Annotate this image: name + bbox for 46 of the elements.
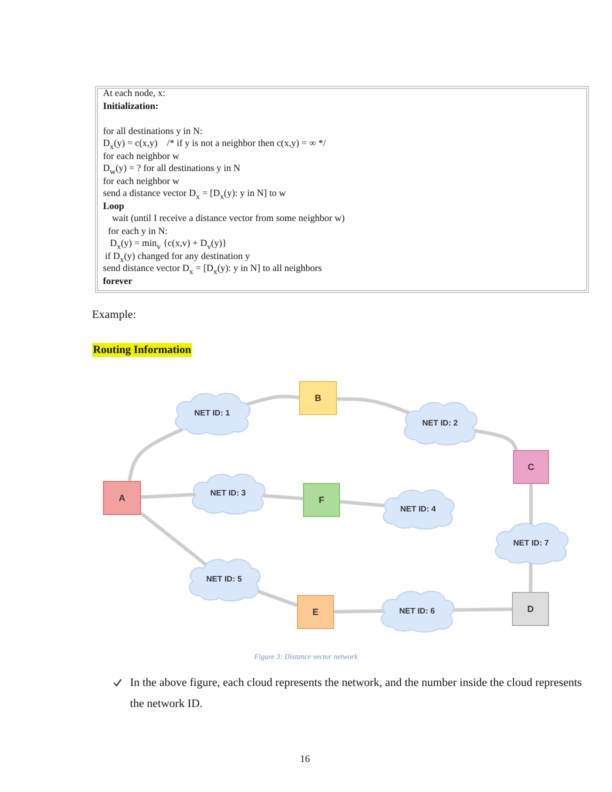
code-line: send a distance vector D$_{x}$ = [D$_{x}$(y): y in N] to w — [103, 188, 286, 202]
connector-line — [128, 428, 184, 482]
page-number: 16 — [300, 753, 310, 766]
code-line: At each node, x: — [103, 88, 166, 100]
network-id-label: NET ID: 5 — [206, 574, 242, 584]
section-label: Example: — [92, 308, 136, 322]
code-line: for all destinations y in N: — [103, 126, 202, 138]
network-id-label: NET ID: 6 — [399, 606, 435, 615]
connector-line — [454, 608, 512, 612]
router-node: F — [303, 483, 340, 517]
pseudocode-panel — [95, 86, 589, 293]
code-line: Loop — [103, 200, 124, 212]
connector-line — [474, 428, 518, 451]
bullet-text: In the above figure, each cloud represents the network, and the number inside the cloud represents the network ID. — [130, 676, 583, 712]
connector-line — [258, 590, 298, 607]
router-node: C — [513, 450, 549, 484]
router-node: D — [512, 592, 549, 626]
code-line: for each neighbor w — [103, 150, 180, 162]
code-line: D$_{x}$(y) = c(x,y) /* if y is not a neighbor then c(x,y) = ∞ */ — [103, 138, 326, 152]
connector-line — [528, 563, 533, 592]
network-id-label: NET ID: 2 — [422, 418, 458, 427]
connector-line — [140, 512, 207, 566]
code-line: for each neighbor w — [103, 176, 180, 188]
connector-line — [246, 394, 300, 406]
router-node: A — [103, 481, 141, 515]
connector-line — [340, 500, 384, 508]
router-node: E — [297, 595, 334, 629]
code-line: Initialization: — [103, 100, 158, 112]
network-id-label: NET ID: 7 — [513, 538, 549, 547]
code-line: if D$_{x}$(y) changed for any destination y — [105, 250, 250, 264]
connector-line — [140, 492, 196, 499]
network-id-label: NET ID: 4 — [400, 504, 436, 513]
connector-line — [262, 494, 304, 500]
code-line: forever — [103, 276, 132, 288]
connector-line — [336, 397, 410, 414]
connector-line — [334, 609, 384, 614]
connector-line — [529, 484, 533, 525]
highlighted-heading: Routing Information — [92, 343, 192, 357]
network-id-label: NET ID: 3 — [210, 488, 246, 498]
router-node: B — [299, 381, 337, 415]
code-line: D$_{x}$(y) = min$_{v}$ {c(x,v) + D$_{v}$(y)} — [110, 238, 227, 252]
code-line: send distance vector D$_{x}$ = [D$_{x}$(y): y in N] to all neighbors — [103, 263, 322, 277]
network-id-label: NET ID: 1 — [194, 408, 230, 418]
code-line: for each y in N: — [108, 226, 168, 238]
code-line: wait (until I receive a distance vector from some neighbor w) — [112, 213, 345, 225]
code-line: D$_{w}$(y) = ? for all destinations y in N — [103, 163, 240, 177]
